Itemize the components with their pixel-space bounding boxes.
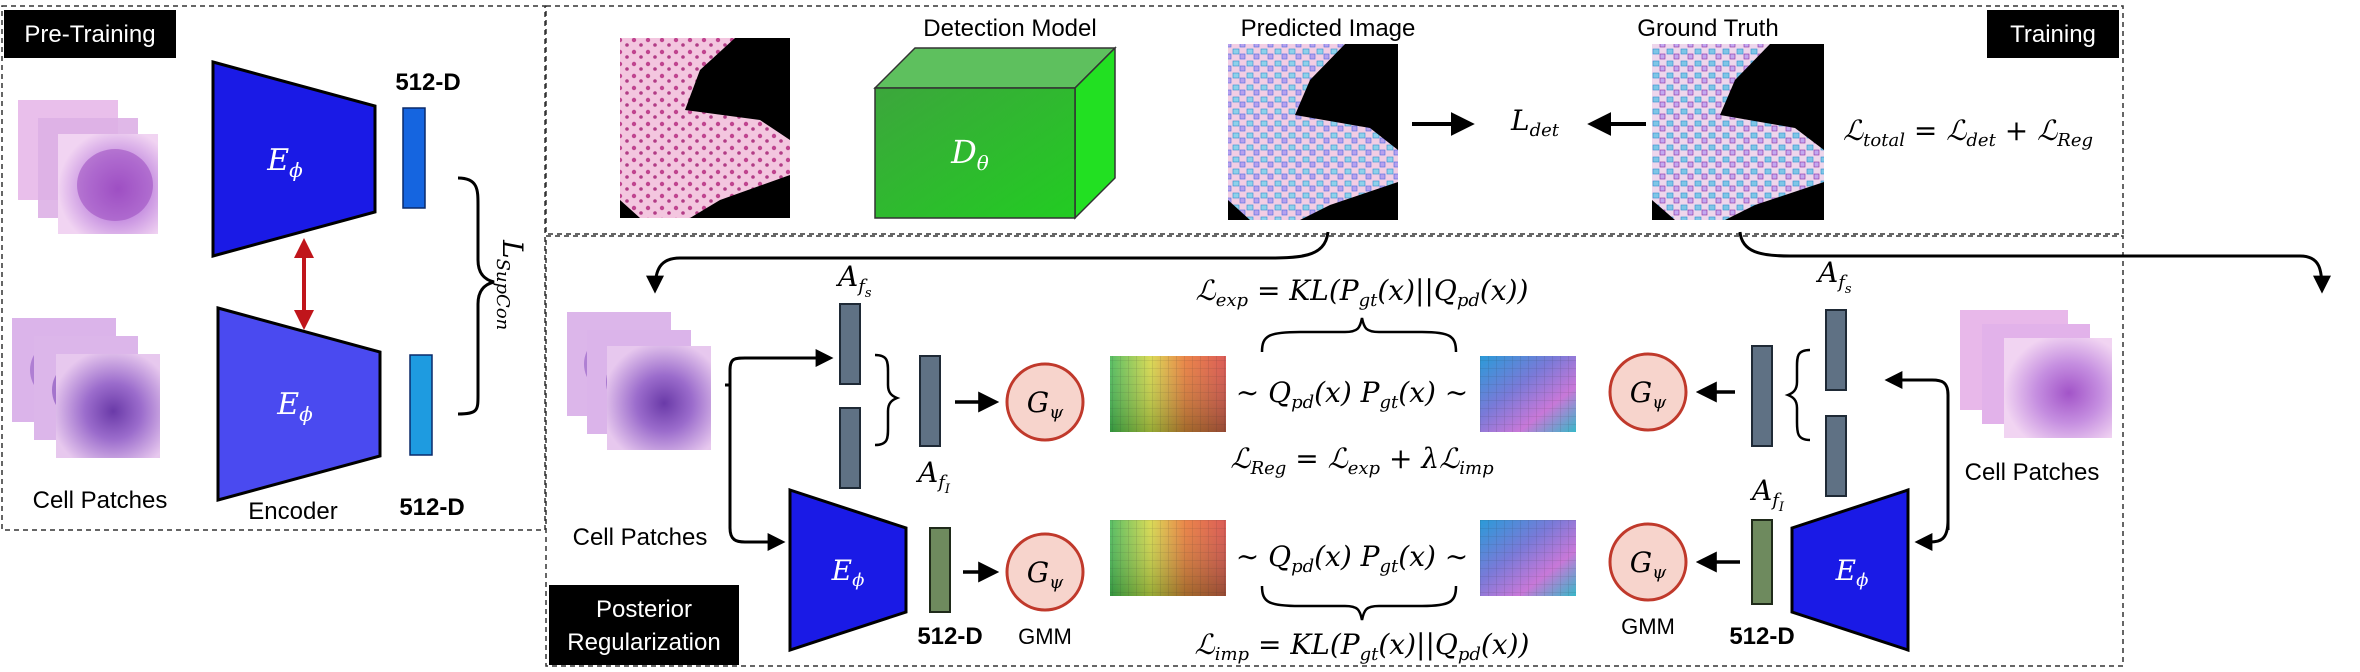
cell-patches-label-right: Cell Patches (1965, 459, 2100, 486)
attention-brace-left (874, 353, 901, 447)
svg-text:Training: Training (2010, 21, 2096, 48)
dim-label-bottom-right: 512-D (1729, 623, 1794, 650)
feature-bar-bottom-right (1751, 519, 1773, 605)
gmm-bottom-right: Gψ (1608, 522, 1688, 602)
training-border (545, 5, 2124, 235)
posterior-label: Posterior Regularization (549, 585, 739, 665)
feature-bar-top (402, 107, 426, 209)
cell-patch-stack-bottom (12, 318, 160, 458)
cell-patch-stack-top (18, 100, 158, 234)
ground-truth-label: Ground Truth (1637, 15, 1778, 42)
distribution-relation-bottom: ∼ Qpd(x) Pgt(x) ∼ (1236, 540, 1469, 577)
attention-fi-left (839, 407, 861, 489)
input-tissue-image (620, 38, 790, 218)
arrow-right-patches-to-encoder (1914, 519, 1950, 551)
dim-label-top: 512-D (395, 69, 460, 96)
exp-brace (1260, 317, 1458, 353)
dim-label-bottom: 512-D (399, 494, 464, 521)
feature-bar-bottom (409, 354, 433, 456)
attention-fs-right-label: Afs (1815, 256, 1852, 297)
attention-fs-left (839, 303, 861, 385)
predicted-image-label: Predicted Image (1241, 15, 1416, 42)
detection-model-cube: Dθ (873, 46, 1117, 220)
arrow-right-patches-to-attention (1884, 371, 1950, 530)
distribution-plot-bottom-left (1110, 520, 1226, 596)
svg-text:Posterior: Posterior (596, 596, 692, 623)
gmm-top-left: Gψ (1005, 362, 1085, 442)
attention-brace-right (1784, 348, 1811, 442)
attention-fi-right (1825, 415, 1847, 497)
detector-symbol: Dθ (950, 133, 989, 175)
ground-truth-image (1652, 44, 1824, 220)
arrow-gt-to-patches (1738, 231, 2331, 294)
dim-label-bottom-left: 512-D (917, 623, 982, 650)
gmm-label-right: GMM (1621, 614, 1675, 639)
reg-loss: ℒReg = ℒexp + λℒimp (1230, 442, 1494, 479)
svg-text:Pre-Training: Pre-Training (24, 21, 155, 48)
pretraining-label: Pre-Training (4, 10, 176, 58)
posterior-border (545, 235, 2124, 667)
gmm-top-left-symbol: Gψ (1027, 386, 1064, 423)
gmm-bottom-left: Gψ (1005, 532, 1085, 612)
pretraining-border (1, 5, 546, 531)
training-label: Training (1987, 10, 2119, 58)
total-loss-equation: ℒtotal = ℒdet + ℒReg (1843, 114, 2093, 151)
predicted-image (1228, 44, 1398, 220)
encoder-bottom-left: Eϕ (788, 487, 908, 653)
arrow-patches-to-encoder-left (728, 385, 786, 551)
distribution-relation-top: ∼ Qpd(x) Pgt(x) ∼ (1236, 376, 1469, 413)
encoder-bottom-right: Eϕ (1790, 487, 1910, 653)
encoder-bottom-right-symbol: Eϕ (1835, 554, 1869, 591)
arrow-patches-to-attention (725, 349, 834, 387)
gmm-bottom-left-symbol: Gψ (1027, 556, 1064, 593)
imp-loss: ℒimp = KL(Pgt(x)||Qpd(x)) (1195, 628, 1530, 665)
distribution-plot-bottom-right (1480, 520, 1576, 596)
gmm-top-right-symbol: Gψ (1630, 376, 1667, 413)
attention-fi-right-label: AfI (1749, 474, 1785, 515)
gmm-top-right: Gψ (1608, 352, 1688, 432)
cell-patches-label-left: Cell Patches (573, 524, 708, 551)
encoder-bottom-left-symbol: Eϕ (831, 554, 865, 591)
arrow-predicted-to-patches (646, 231, 1330, 294)
feature-bar-bottom-left (929, 527, 951, 613)
encoder-top-symbol: Eϕ (266, 143, 303, 182)
attention-fi-left-label: AfI (915, 456, 951, 497)
attention-fused-right (1751, 345, 1773, 447)
attention-fused-left (919, 355, 941, 447)
gmm-bottom-right-symbol: Gψ (1630, 546, 1667, 583)
ldet-symbol: Ldet (1510, 104, 1560, 141)
gmm-label-left: GMM (1018, 624, 1072, 649)
attention-fs-left-label: Afs (835, 260, 872, 301)
attention-fs-right (1825, 309, 1847, 391)
cell-patch-stack-left (567, 312, 711, 450)
encoder-bottom: Eϕ (216, 306, 382, 502)
encoder-top: Eϕ (211, 60, 377, 258)
encoder-label: Encoder (248, 498, 337, 525)
supcon-brace (457, 176, 495, 416)
distribution-plot-top-left (1110, 356, 1226, 432)
encoder-bottom-symbol: Eϕ (276, 387, 313, 426)
imp-brace (1260, 585, 1458, 621)
cell-patches-label-pretrain: Cell Patches (33, 487, 168, 514)
distribution-plot-top-right (1480, 356, 1576, 432)
exp-loss: ℒexp = KL(Pgt(x)||Qpd(x)) (1196, 274, 1529, 311)
supcon-loss: LSupCon (492, 239, 529, 330)
svg-text:Regularization: Regularization (567, 629, 720, 656)
detection-model-label: Detection Model (923, 15, 1096, 42)
cell-patch-stack-right (1960, 310, 2112, 438)
